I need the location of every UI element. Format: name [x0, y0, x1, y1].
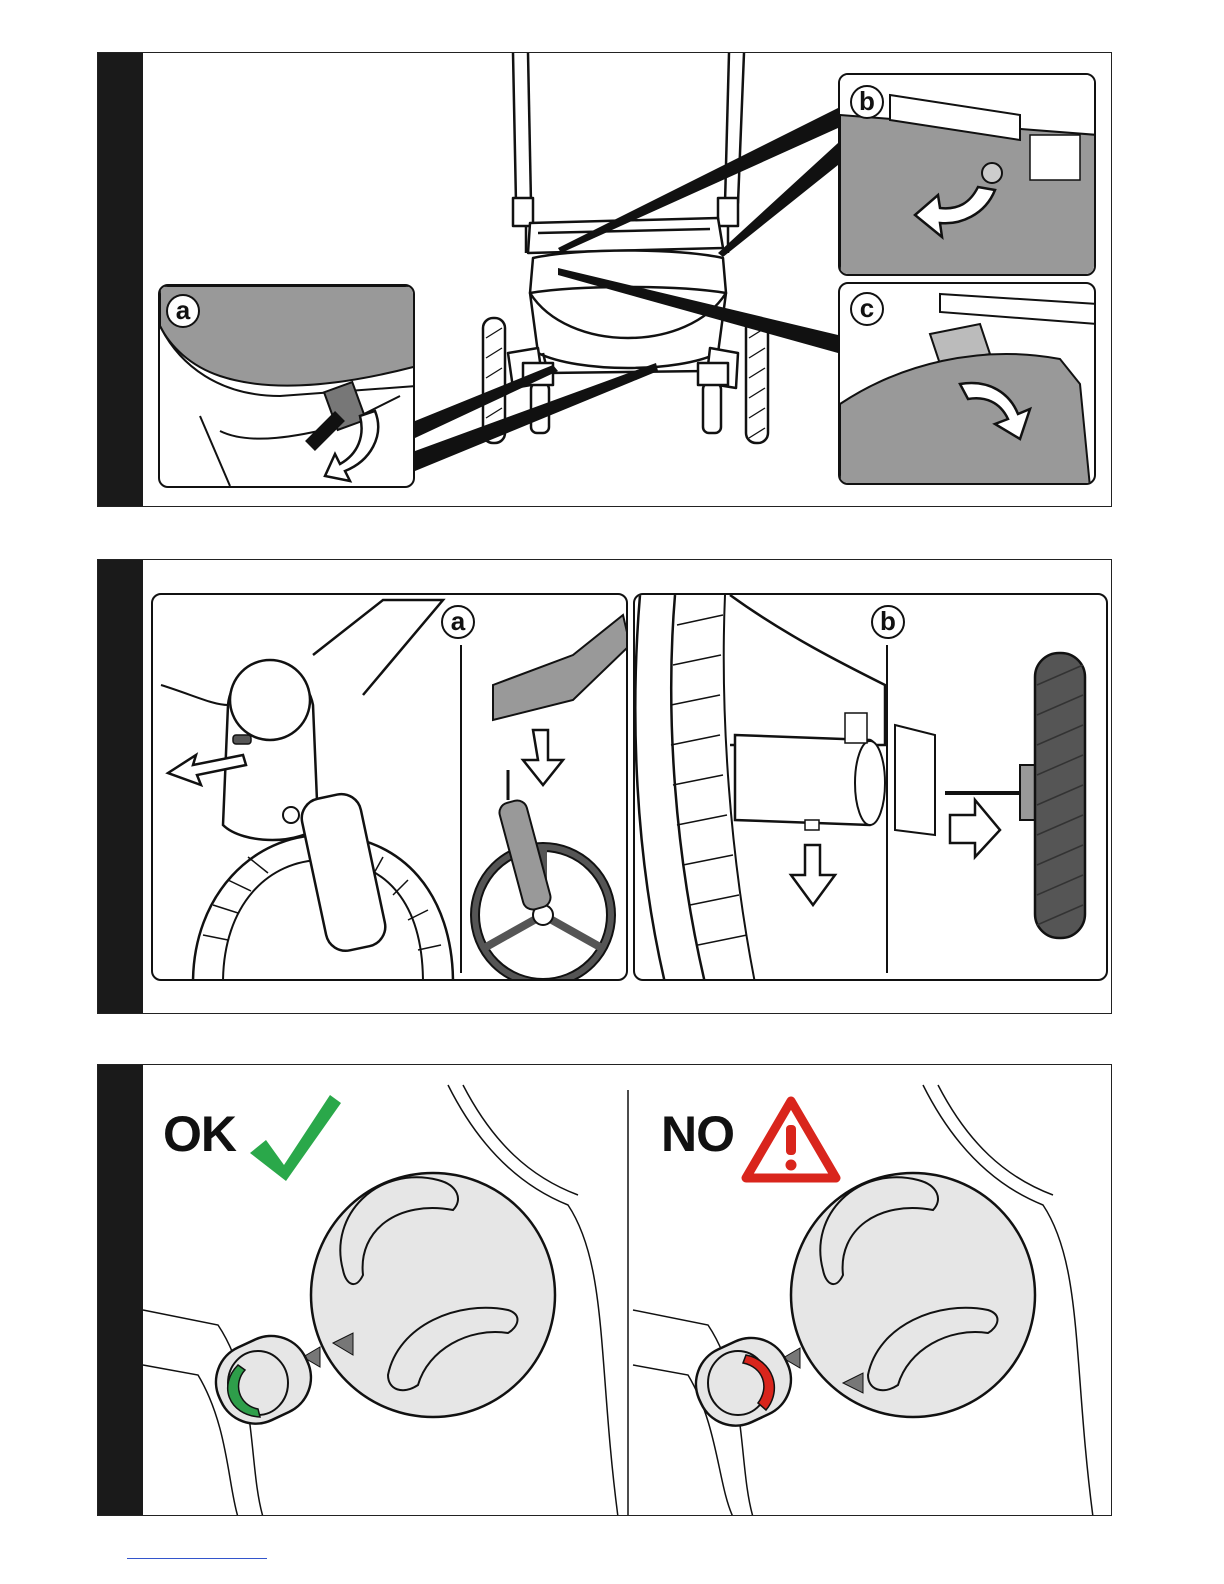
- step-panel-3: OK NO: [97, 1064, 1112, 1516]
- inset-label-c: c: [850, 292, 884, 326]
- ok-dial: [203, 1173, 555, 1436]
- no-dial: [683, 1173, 1035, 1438]
- arrow-icon: [523, 730, 563, 785]
- inset-label-2a: a: [441, 605, 475, 639]
- inset-1c: c: [838, 282, 1096, 485]
- arrow-icon: [950, 800, 1000, 857]
- step-sidebar-2: [98, 560, 143, 1013]
- warning-triangle-icon: [746, 1101, 836, 1178]
- footer-rule: [127, 1558, 267, 1559]
- inset-1a: a: [158, 284, 415, 488]
- arrow-icon: [791, 845, 835, 905]
- inset-label-a: a: [166, 294, 200, 328]
- no-label: NO: [661, 1105, 734, 1163]
- step-panel-1: a b c: [97, 52, 1112, 507]
- wheel-lock-check-illustration: [98, 1065, 1112, 1516]
- inset-2a: a: [151, 593, 628, 981]
- inset-label-b: b: [850, 85, 884, 119]
- checkmark-icon: [250, 1095, 341, 1181]
- inset-1b: b: [838, 73, 1096, 276]
- inset-label-2b: b: [871, 605, 905, 639]
- step-panel-2: a: [97, 559, 1112, 1014]
- front-wheel-removal-illustration: [153, 595, 628, 981]
- rear-wheel-removal-illustration: [635, 595, 1108, 981]
- ok-label: OK: [163, 1105, 236, 1163]
- inset-2b: b: [633, 593, 1108, 981]
